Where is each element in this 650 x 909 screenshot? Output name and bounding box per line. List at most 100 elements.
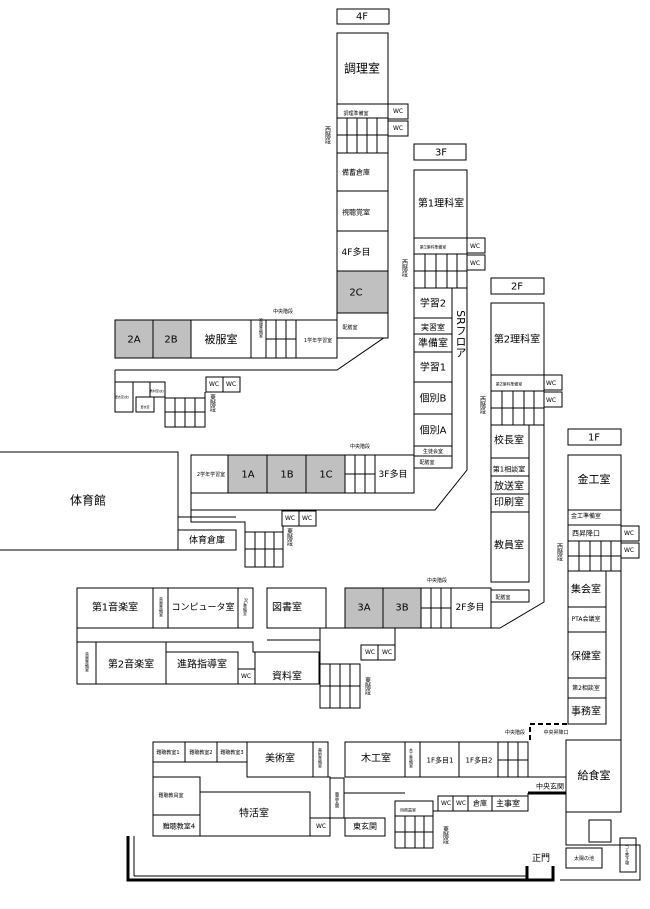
room-prep-3f-b: 配膳室 xyxy=(419,459,434,466)
room-1c: 1C xyxy=(319,470,332,481)
garbage-area xyxy=(619,837,637,873)
room-2c: 2C xyxy=(349,288,362,299)
room-3f-multi: 3F多目 xyxy=(379,468,408,480)
room-science1: 第1理科室 xyxy=(418,197,464,210)
outdoor-structure xyxy=(588,819,612,843)
room-av: 視聴覚室 xyxy=(342,208,370,217)
multi-room-3f xyxy=(374,454,415,494)
science-room-1 xyxy=(413,169,468,239)
floor-4f xyxy=(114,8,409,428)
room-metalwork: 金工室 xyxy=(578,472,611,486)
room-principal: 校長室 xyxy=(494,434,524,447)
science-prep-room-1 xyxy=(413,237,468,289)
art-room xyxy=(246,741,314,778)
floor-2f-tag xyxy=(490,277,545,295)
room-hearing3: 難聴教室3 xyxy=(220,749,243,756)
wc-2f-3: WC xyxy=(365,649,375,656)
wc-4f-3: WC xyxy=(209,381,219,388)
room-special: 特活室 xyxy=(239,807,269,820)
hearing-staff-room xyxy=(152,776,201,816)
room-health: 保健室 xyxy=(571,650,601,663)
individual-room-b xyxy=(413,381,453,415)
career-room xyxy=(165,651,239,685)
room-woodwork-prep: 木工準備室 xyxy=(409,747,414,768)
small-room xyxy=(135,396,155,413)
stairs-4f-central xyxy=(265,319,297,359)
stairs-central-2f: 中央階段 xyxy=(427,577,447,584)
stairs-3f-east xyxy=(244,531,284,568)
1f-label: 1F xyxy=(588,433,600,444)
room-art-prep: 美術準備室 xyxy=(318,747,323,768)
staff-entrance xyxy=(329,777,345,819)
stairs-west-1f: 西階段 xyxy=(556,543,563,562)
wc-4f-1: WC xyxy=(393,108,403,115)
wc-box xyxy=(620,525,640,542)
room-practice: 実習室 xyxy=(421,322,445,332)
stairs-east-2f: 東階段 xyxy=(364,676,371,696)
meeting-room xyxy=(567,570,607,608)
multi-room-1f-2 xyxy=(458,741,499,778)
room-1f-multi2: 1F多目2 xyxy=(466,756,493,765)
room-pc-prep: PC準備室 xyxy=(243,598,248,615)
room-woodwork: 木工室 xyxy=(361,752,391,765)
room-materials: 資料室 xyxy=(272,670,302,683)
pond-taiyo: 太陽の池 xyxy=(574,855,594,862)
room-1b: 1B xyxy=(280,470,293,481)
floor-3f-tag xyxy=(413,143,467,161)
music-room-1 xyxy=(76,587,154,629)
room-3b: 3B xyxy=(395,603,408,614)
wc-2f-1: WC xyxy=(546,380,556,387)
wc-2f-5: WC xyxy=(241,673,251,680)
storage-room xyxy=(336,152,389,192)
pond xyxy=(565,847,603,869)
room-4f-multi: 4F多目 xyxy=(342,246,371,258)
room-cooking-prep: 調理準備室 xyxy=(343,110,368,117)
av-room xyxy=(336,190,389,232)
stairs-1f-west xyxy=(567,540,622,572)
room-prep-3f: 準備室 xyxy=(418,337,448,350)
room-clothing: 被服室 xyxy=(205,332,238,346)
art-prep-room xyxy=(312,741,329,778)
room-small-1: 更衣室(女) xyxy=(115,394,129,399)
classroom-1c xyxy=(305,454,346,494)
room-grade1: 1学年学習室 xyxy=(304,337,332,344)
entrance-central-label: 中央昇降口 xyxy=(543,729,568,736)
wc-1f-5: WC xyxy=(316,823,326,830)
room-gym-storage: 体育倉庫 xyxy=(189,534,225,546)
room-hearing-staff: 難聴教員室 xyxy=(158,792,183,799)
classroom-3a xyxy=(344,587,384,629)
room-individual-b: 個別B xyxy=(420,392,447,405)
wc-3f-3: WC xyxy=(285,515,295,522)
room-cooking: 調理室 xyxy=(344,60,380,75)
office-room xyxy=(567,697,607,725)
wc-box xyxy=(222,376,241,393)
room-student-council: 生徒会室 xyxy=(423,448,443,455)
entrance-east: 東玄関 xyxy=(353,821,377,831)
room-counseling2: 第2相談室 xyxy=(572,684,600,692)
gate-main: 正門 xyxy=(532,853,550,864)
stairs-east-1f: 東階段 xyxy=(442,825,449,845)
room-art: 美術室 xyxy=(265,752,295,765)
individual-room-a xyxy=(413,413,453,447)
room-science1-prep: 第1理科準備室 xyxy=(420,243,447,249)
floor-1f-tag xyxy=(567,428,622,446)
special-activities-room xyxy=(199,791,311,837)
room-staff: 教員室 xyxy=(494,539,524,552)
wc-3f-4: WC xyxy=(302,515,312,522)
room-broadcast: 放送室 xyxy=(494,480,524,493)
floor-2f xyxy=(76,277,563,709)
room-1f-multi1: 1F多目1 xyxy=(427,756,454,765)
room-hearing4: 難聴教室4 xyxy=(163,822,196,831)
stairs-2f-west xyxy=(491,391,544,425)
wc-box xyxy=(309,817,331,837)
stairs-east-4f: 東階段 xyxy=(209,393,216,413)
stairs-central-1f: 中央階段 xyxy=(505,729,525,736)
room-clothing-prep: 被服準備室 xyxy=(259,317,264,338)
small-room xyxy=(114,381,134,413)
4f-label: 4F xyxy=(356,12,368,23)
wc-3f-2: WC xyxy=(470,260,480,267)
2f-label: 2F xyxy=(511,282,523,293)
room-gym: 体育館 xyxy=(70,492,106,507)
stairs-1f-central xyxy=(497,741,529,778)
